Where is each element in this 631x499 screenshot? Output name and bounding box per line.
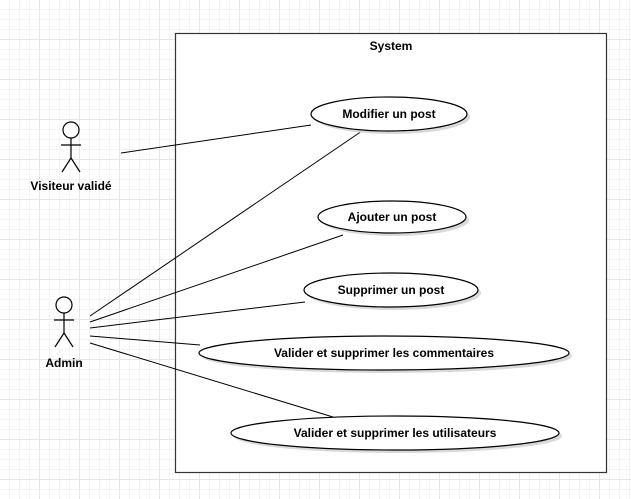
- stick-figure-icon: [61, 121, 81, 173]
- use-case-utilisateurs[interactable]: Valider et supprimer les utilisateurs: [230, 415, 562, 453]
- use-case-ellipse[interactable]: [230, 415, 560, 451]
- use-case-supprimer[interactable]: Supprimer un post: [303, 272, 481, 310]
- association-admin-utilisateurs: [89, 342, 334, 418]
- association-admin-supprimer: [89, 301, 306, 329]
- use-case-ellipse[interactable]: [310, 96, 468, 132]
- association-admin-modifier: [89, 130, 363, 317]
- use-case-modifier[interactable]: Modifier un post: [310, 96, 470, 134]
- actor-visiteur[interactable]: Visiteur validé: [30, 121, 112, 193]
- use-case-label: Valider et supprimer les commentaires: [274, 346, 494, 360]
- use-case-label: Modifier un post: [342, 107, 435, 121]
- use-case-ellipse[interactable]: [198, 335, 570, 371]
- association-admin-ajouter: [89, 234, 344, 323]
- association-visiteur-modifier: [120, 124, 312, 154]
- stick-figure-icon: [54, 296, 74, 348]
- actor-admin[interactable]: Admin: [45, 296, 83, 370]
- use-case-ellipse[interactable]: [303, 272, 479, 308]
- use-case-ellipse[interactable]: [317, 200, 467, 234]
- use-case-label: Valider et supprimer les utilisateurs: [294, 426, 497, 440]
- associations: [89, 124, 363, 418]
- system-title: System: [370, 39, 413, 53]
- actor-label: Visiteur validé: [30, 179, 111, 193]
- actor-label: Admin: [45, 356, 82, 370]
- use-case-label: Supprimer un post: [338, 283, 445, 297]
- use-case-commentaires[interactable]: Valider et supprimer les commentaires: [198, 335, 572, 373]
- association-admin-commentaires: [89, 335, 201, 346]
- use-case-ajouter[interactable]: Ajouter un post: [317, 200, 469, 236]
- use-case-label: Ajouter un post: [348, 210, 437, 224]
